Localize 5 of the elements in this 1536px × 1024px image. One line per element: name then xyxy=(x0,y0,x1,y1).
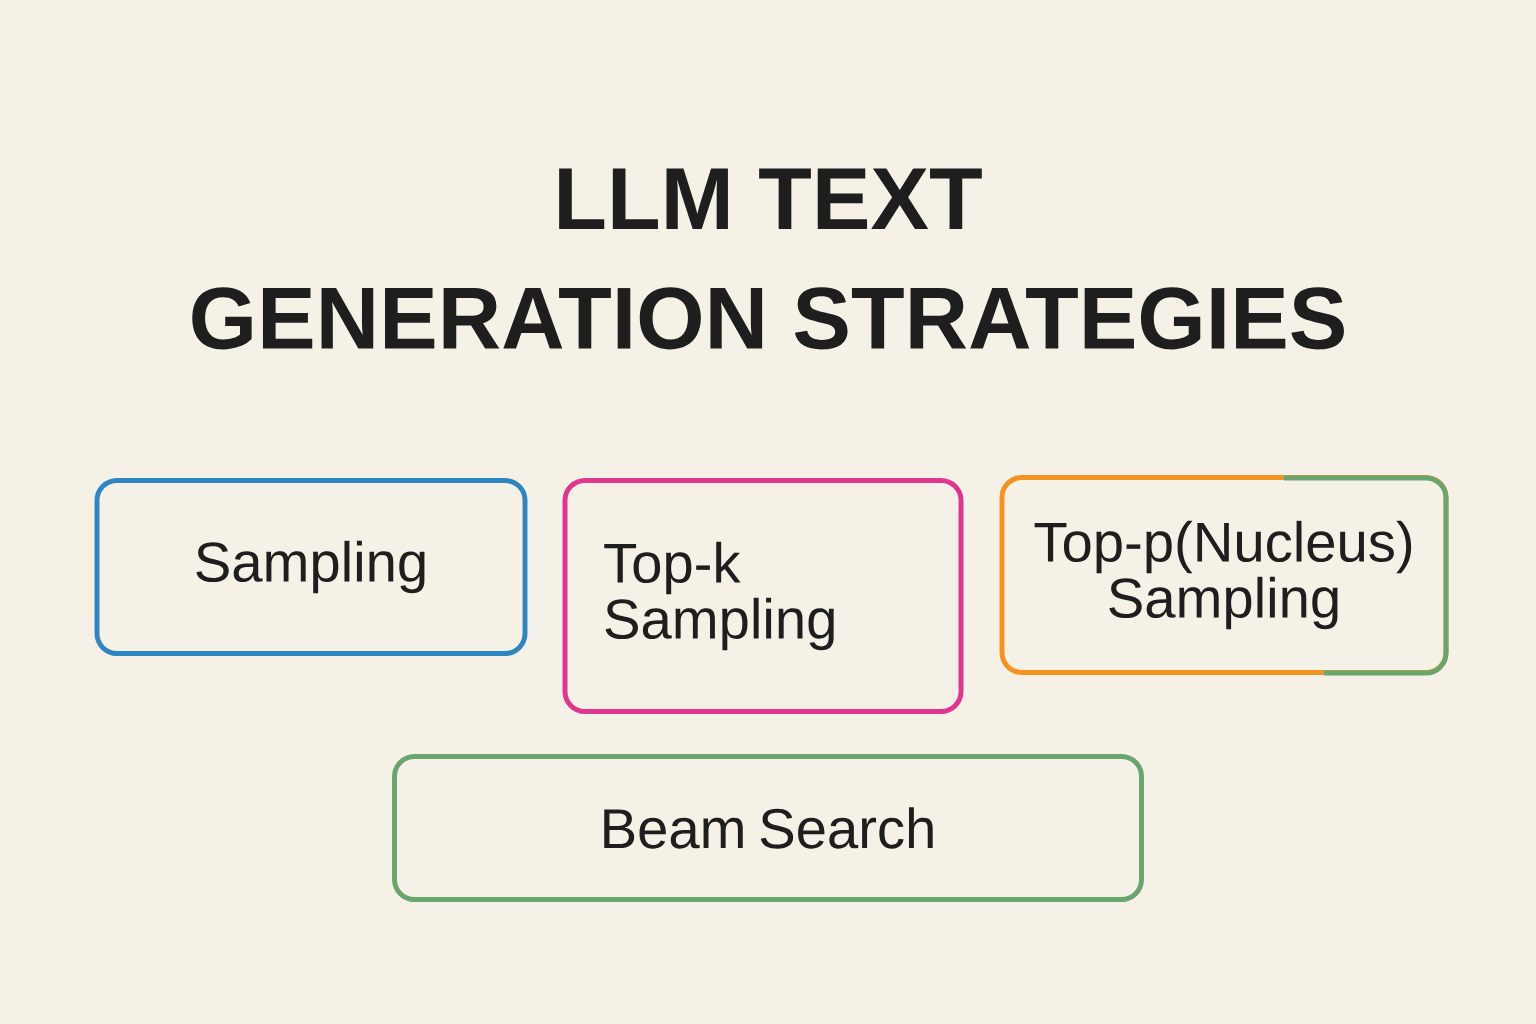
strategy-box: Sampling xyxy=(94,478,528,656)
title: LLM TEXT GENERATION STRATEGIES xyxy=(192,168,1344,350)
strategy-box: Top-p(Nucleus) Sampling xyxy=(999,475,1449,676)
strategy-box: Top-k Sampling xyxy=(562,478,964,714)
strategy-box: Beam Search xyxy=(392,754,1144,902)
